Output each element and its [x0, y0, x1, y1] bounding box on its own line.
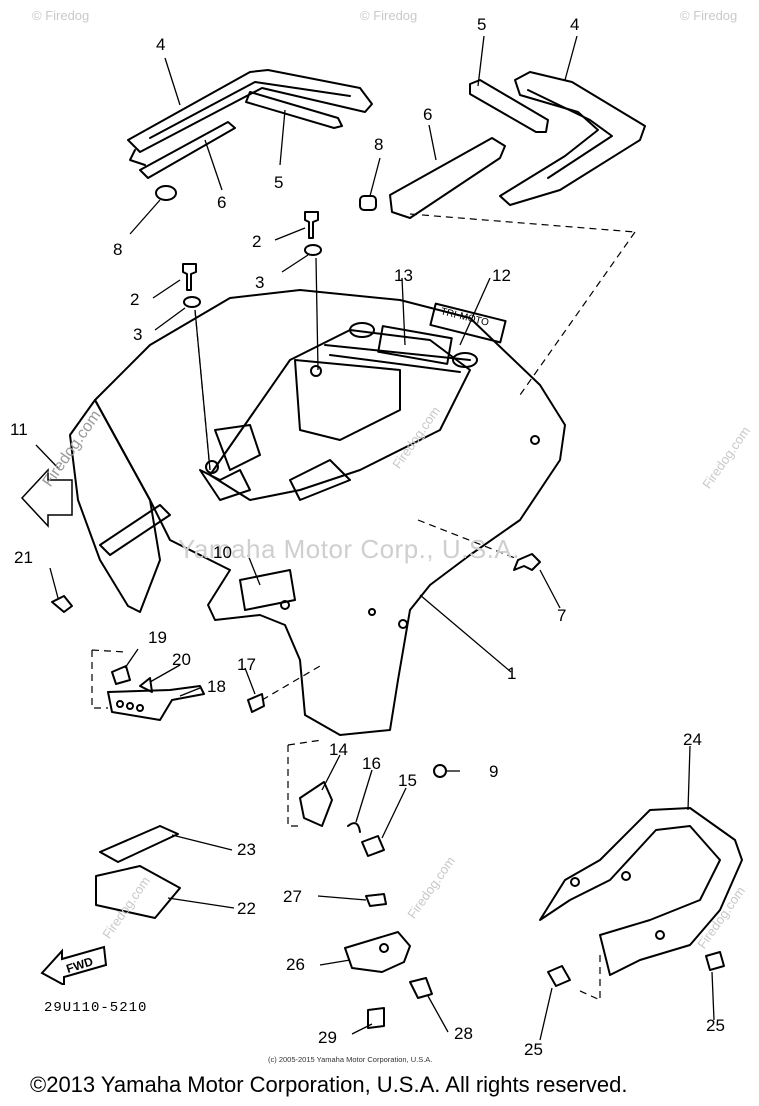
plate-6-left [139, 121, 236, 179]
plate-5-right [469, 79, 549, 133]
callout-8: 8 [374, 135, 384, 154]
callout-12: 12 [492, 266, 511, 285]
watermark-corner: © Firedog [360, 8, 418, 23]
strap-23 [99, 825, 179, 863]
callout-24: 24 [683, 730, 702, 749]
fwd-arrow-icon: FWD [40, 945, 110, 990]
callout-11: 11 [10, 420, 28, 439]
pad-22 [95, 865, 181, 919]
callout-16: 16 [362, 754, 381, 773]
callout-26: 26 [286, 955, 305, 974]
callout-4: 4 [570, 15, 580, 34]
watermark-corner: © Firedog [32, 8, 90, 23]
callout-10: 10 [213, 543, 232, 562]
callout-4: 4 [156, 35, 166, 54]
bracket-14 [299, 781, 333, 827]
callout-15: 15 [398, 771, 417, 790]
bracket-4-left [127, 69, 373, 153]
callout-20: 20 [172, 650, 191, 669]
watermark-main: Yamaha Motor Corp., U.S.A. [178, 534, 520, 564]
callout-22: 22 [237, 899, 256, 918]
callout-29: 29 [318, 1028, 337, 1047]
callout-21: 21 [14, 548, 33, 567]
small-copyright: (c) 2005-2015 Yamaha Motor Corporation, … [268, 1055, 433, 1064]
callout-1: 1 [507, 664, 517, 683]
bracket-4-right [499, 71, 646, 206]
plate-5-left [245, 91, 343, 129]
callout-5: 5 [477, 15, 487, 34]
bracket-18 [107, 685, 205, 721]
grab-bar-24 [539, 807, 743, 976]
decal-13 [377, 325, 453, 365]
callout-2: 2 [252, 232, 262, 251]
callout-17: 17 [237, 655, 256, 674]
callout-28: 28 [454, 1024, 473, 1043]
callout-23: 23 [237, 840, 256, 859]
callout-8: 8 [113, 240, 123, 259]
callout-14: 14 [329, 740, 348, 759]
callout-9: 9 [489, 762, 499, 781]
decal-10 [239, 569, 296, 611]
grommet-8-right [359, 195, 377, 211]
callout-3: 3 [255, 273, 265, 292]
callout-5: 5 [274, 173, 284, 192]
callout-3: 3 [133, 325, 143, 344]
callout-7: 7 [557, 606, 567, 625]
callout-19: 19 [148, 628, 167, 647]
rear-fender [94, 289, 566, 736]
callout-6: 6 [217, 193, 227, 212]
callout-25: 25 [524, 1040, 543, 1059]
callout-2: 2 [130, 290, 140, 309]
callout-27: 27 [283, 887, 302, 906]
watermark-corner: © Firedog [680, 8, 738, 23]
plate-6-right [389, 137, 506, 219]
callout-18: 18 [207, 677, 226, 696]
callout-13: 13 [394, 266, 413, 285]
callout-25: 25 [706, 1016, 725, 1035]
grommet-8-left [155, 185, 177, 201]
arrow-11 [20, 468, 73, 528]
diagram-code: 29U110-5210 [44, 1000, 148, 1016]
parts-diagram [20, 35, 743, 1041]
callout-6: 6 [423, 105, 433, 124]
copyright: ©2013 Yamaha Motor Corporation, U.S.A. A… [30, 1072, 628, 1097]
seat-lock-26 [344, 931, 411, 973]
